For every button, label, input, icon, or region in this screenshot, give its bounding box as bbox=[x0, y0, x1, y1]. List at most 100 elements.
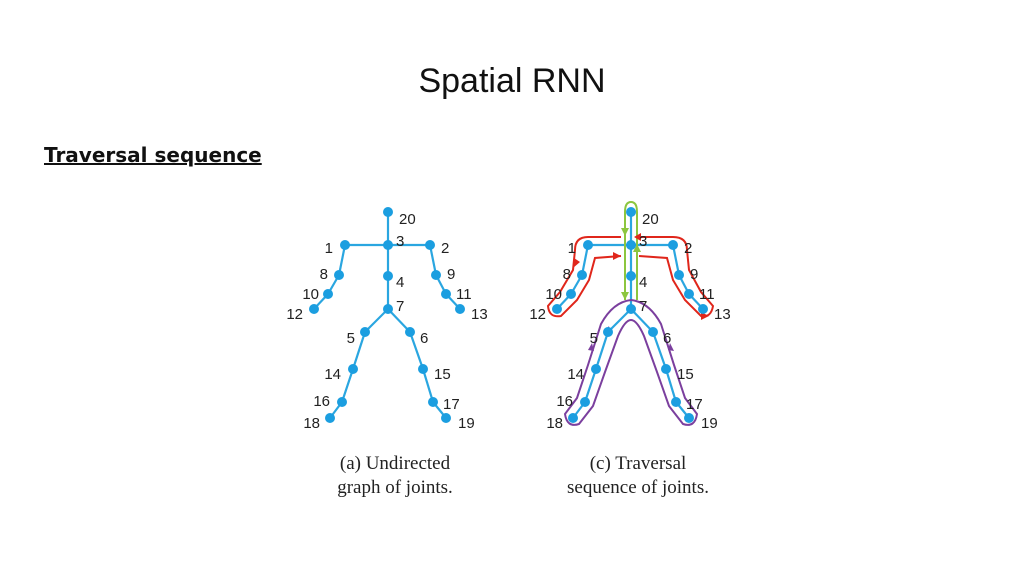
graph-a-joint-label-3: 3 bbox=[396, 233, 404, 250]
graph-c-joint-9 bbox=[674, 270, 684, 280]
graph-a-bone bbox=[364, 308, 389, 333]
graph-c-joint-label-6: 6 bbox=[663, 330, 671, 347]
graph-c-joint-6 bbox=[648, 327, 658, 337]
graph-a-joint-20 bbox=[383, 207, 393, 217]
graph-c-joint-18 bbox=[568, 413, 578, 423]
graph-c-bone bbox=[664, 368, 678, 403]
graph-a-joint-label-13: 13 bbox=[471, 306, 488, 323]
graph-a-joint-17 bbox=[428, 397, 438, 407]
graph-a-joint-15 bbox=[418, 364, 428, 374]
red-arrow-left bbox=[573, 258, 580, 268]
graph-a-joint-2 bbox=[425, 240, 435, 250]
graph-c-joint-20 bbox=[626, 207, 636, 217]
graph-a-joint-10 bbox=[323, 289, 333, 299]
purple-arrow-right bbox=[668, 343, 674, 351]
caption-a-line2: graph of joints. bbox=[337, 477, 453, 498]
graph-c-joint-label-14: 14 bbox=[567, 366, 584, 383]
red-left-arm-path bbox=[546, 236, 622, 318]
graph-c-joint-3 bbox=[626, 240, 636, 250]
green-spine-path bbox=[624, 200, 638, 300]
graph-c-joint-label-17: 17 bbox=[686, 396, 703, 413]
graph-c-joint-label-7: 7 bbox=[639, 298, 647, 315]
graph-c-bone bbox=[580, 244, 590, 276]
graph-c-joint-label-10: 10 bbox=[545, 286, 562, 303]
graph-a-joint-6 bbox=[405, 327, 415, 337]
graph-c-joint-label-2: 2 bbox=[684, 240, 692, 257]
graph-c-joint-label-5: 5 bbox=[590, 330, 598, 347]
graph-c-joint-19 bbox=[684, 413, 694, 423]
graph-a-joint-label-1: 1 bbox=[325, 240, 333, 257]
graph-a-joint-5 bbox=[360, 327, 370, 337]
graph-a-joint-label-16: 16 bbox=[313, 393, 330, 410]
graph-a-joint-label-10: 10 bbox=[302, 286, 319, 303]
graph-c-joint-label-18: 18 bbox=[546, 415, 563, 432]
graph-a-joint-4 bbox=[383, 271, 393, 281]
purple-arrow-left bbox=[588, 343, 594, 351]
graph-a-joint-label-5: 5 bbox=[347, 330, 355, 347]
caption-c: (c) Traversal sequence of joints. bbox=[548, 452, 728, 500]
green-arrow-down-top bbox=[621, 228, 629, 236]
green-arrow-down bbox=[621, 292, 629, 300]
graph-a-joint-9 bbox=[431, 270, 441, 280]
graph-a-joint-3 bbox=[383, 240, 393, 250]
graph-a-joint-8 bbox=[334, 270, 344, 280]
graph-c-joint-15 bbox=[661, 364, 671, 374]
graph-c-bone bbox=[630, 308, 654, 333]
graph-a-bone bbox=[408, 331, 425, 370]
slide-title: Spatial RNN bbox=[418, 62, 606, 100]
graph-c-joint-5 bbox=[603, 327, 613, 337]
graph-c-joint-12 bbox=[552, 304, 562, 314]
graph-c-bone bbox=[607, 308, 632, 333]
graph-c-joint-label-11: 11 bbox=[699, 286, 715, 303]
graph-c-joint-11 bbox=[684, 289, 694, 299]
graph-c-joint-2 bbox=[668, 240, 678, 250]
graph-c-joint-1 bbox=[583, 240, 593, 250]
graph-a-joint-label-7: 7 bbox=[396, 298, 404, 315]
graph-a-joint-label-9: 9 bbox=[447, 266, 455, 283]
graph-a-bone bbox=[351, 331, 367, 370]
graph-a-bone bbox=[337, 244, 347, 276]
graph-a-joint-label-14: 14 bbox=[324, 366, 341, 383]
graph-a-joint-11 bbox=[441, 289, 451, 299]
graph-c-joint-10 bbox=[566, 289, 576, 299]
graph-c-joint-13 bbox=[698, 304, 708, 314]
graph-a-bone bbox=[428, 244, 438, 276]
graph-a-joint-12 bbox=[309, 304, 319, 314]
graph-c-bone bbox=[594, 331, 610, 370]
caption-c-line2: sequence of joints. bbox=[567, 477, 709, 498]
graph-a-joint-16 bbox=[337, 397, 347, 407]
red-arrow-top bbox=[634, 233, 641, 241]
graph-a-joint-label-12: 12 bbox=[286, 306, 303, 323]
green-arrow-up bbox=[633, 244, 641, 252]
graph-a-joint-19 bbox=[441, 413, 451, 423]
graph-a-joint-7 bbox=[383, 304, 393, 314]
graph-c-joint-label-19: 19 bbox=[701, 415, 718, 432]
graph-c-joint-label-13: 13 bbox=[714, 306, 731, 323]
graph-c-joint-16 bbox=[580, 397, 590, 407]
graph-a-joint-label-20: 20 bbox=[399, 211, 416, 228]
red-arrow-mid bbox=[613, 252, 621, 260]
graph-a-bone bbox=[387, 308, 411, 333]
purple-leg-path bbox=[563, 299, 699, 426]
graph-a-joint-label-17: 17 bbox=[443, 396, 460, 413]
graph-a-joint-label-18: 18 bbox=[303, 415, 320, 432]
graph-c-bone bbox=[583, 368, 598, 403]
graph-a-joint-label-6: 6 bbox=[420, 330, 428, 347]
graph-c-joint-14 bbox=[591, 364, 601, 374]
graph-a-joint-label-19: 19 bbox=[458, 415, 475, 432]
graph-c-joint-label-15: 15 bbox=[677, 366, 694, 383]
graph-c-joint-label-8: 8 bbox=[563, 266, 571, 283]
graph-c-bone bbox=[651, 331, 668, 370]
graph-a-joint-label-15: 15 bbox=[434, 366, 451, 383]
graph-c-joint-label-16: 16 bbox=[556, 393, 573, 410]
graph-a-bone bbox=[340, 368, 355, 403]
graph-c-joint-label-3: 3 bbox=[639, 233, 647, 250]
slide-subtitle: Traversal sequence bbox=[44, 143, 262, 167]
graph-a-joint-label-2: 2 bbox=[441, 240, 449, 257]
graph-c-joint-17 bbox=[671, 397, 681, 407]
graph-c-joint-label-12: 12 bbox=[529, 306, 546, 323]
graph-a-joint-14 bbox=[348, 364, 358, 374]
